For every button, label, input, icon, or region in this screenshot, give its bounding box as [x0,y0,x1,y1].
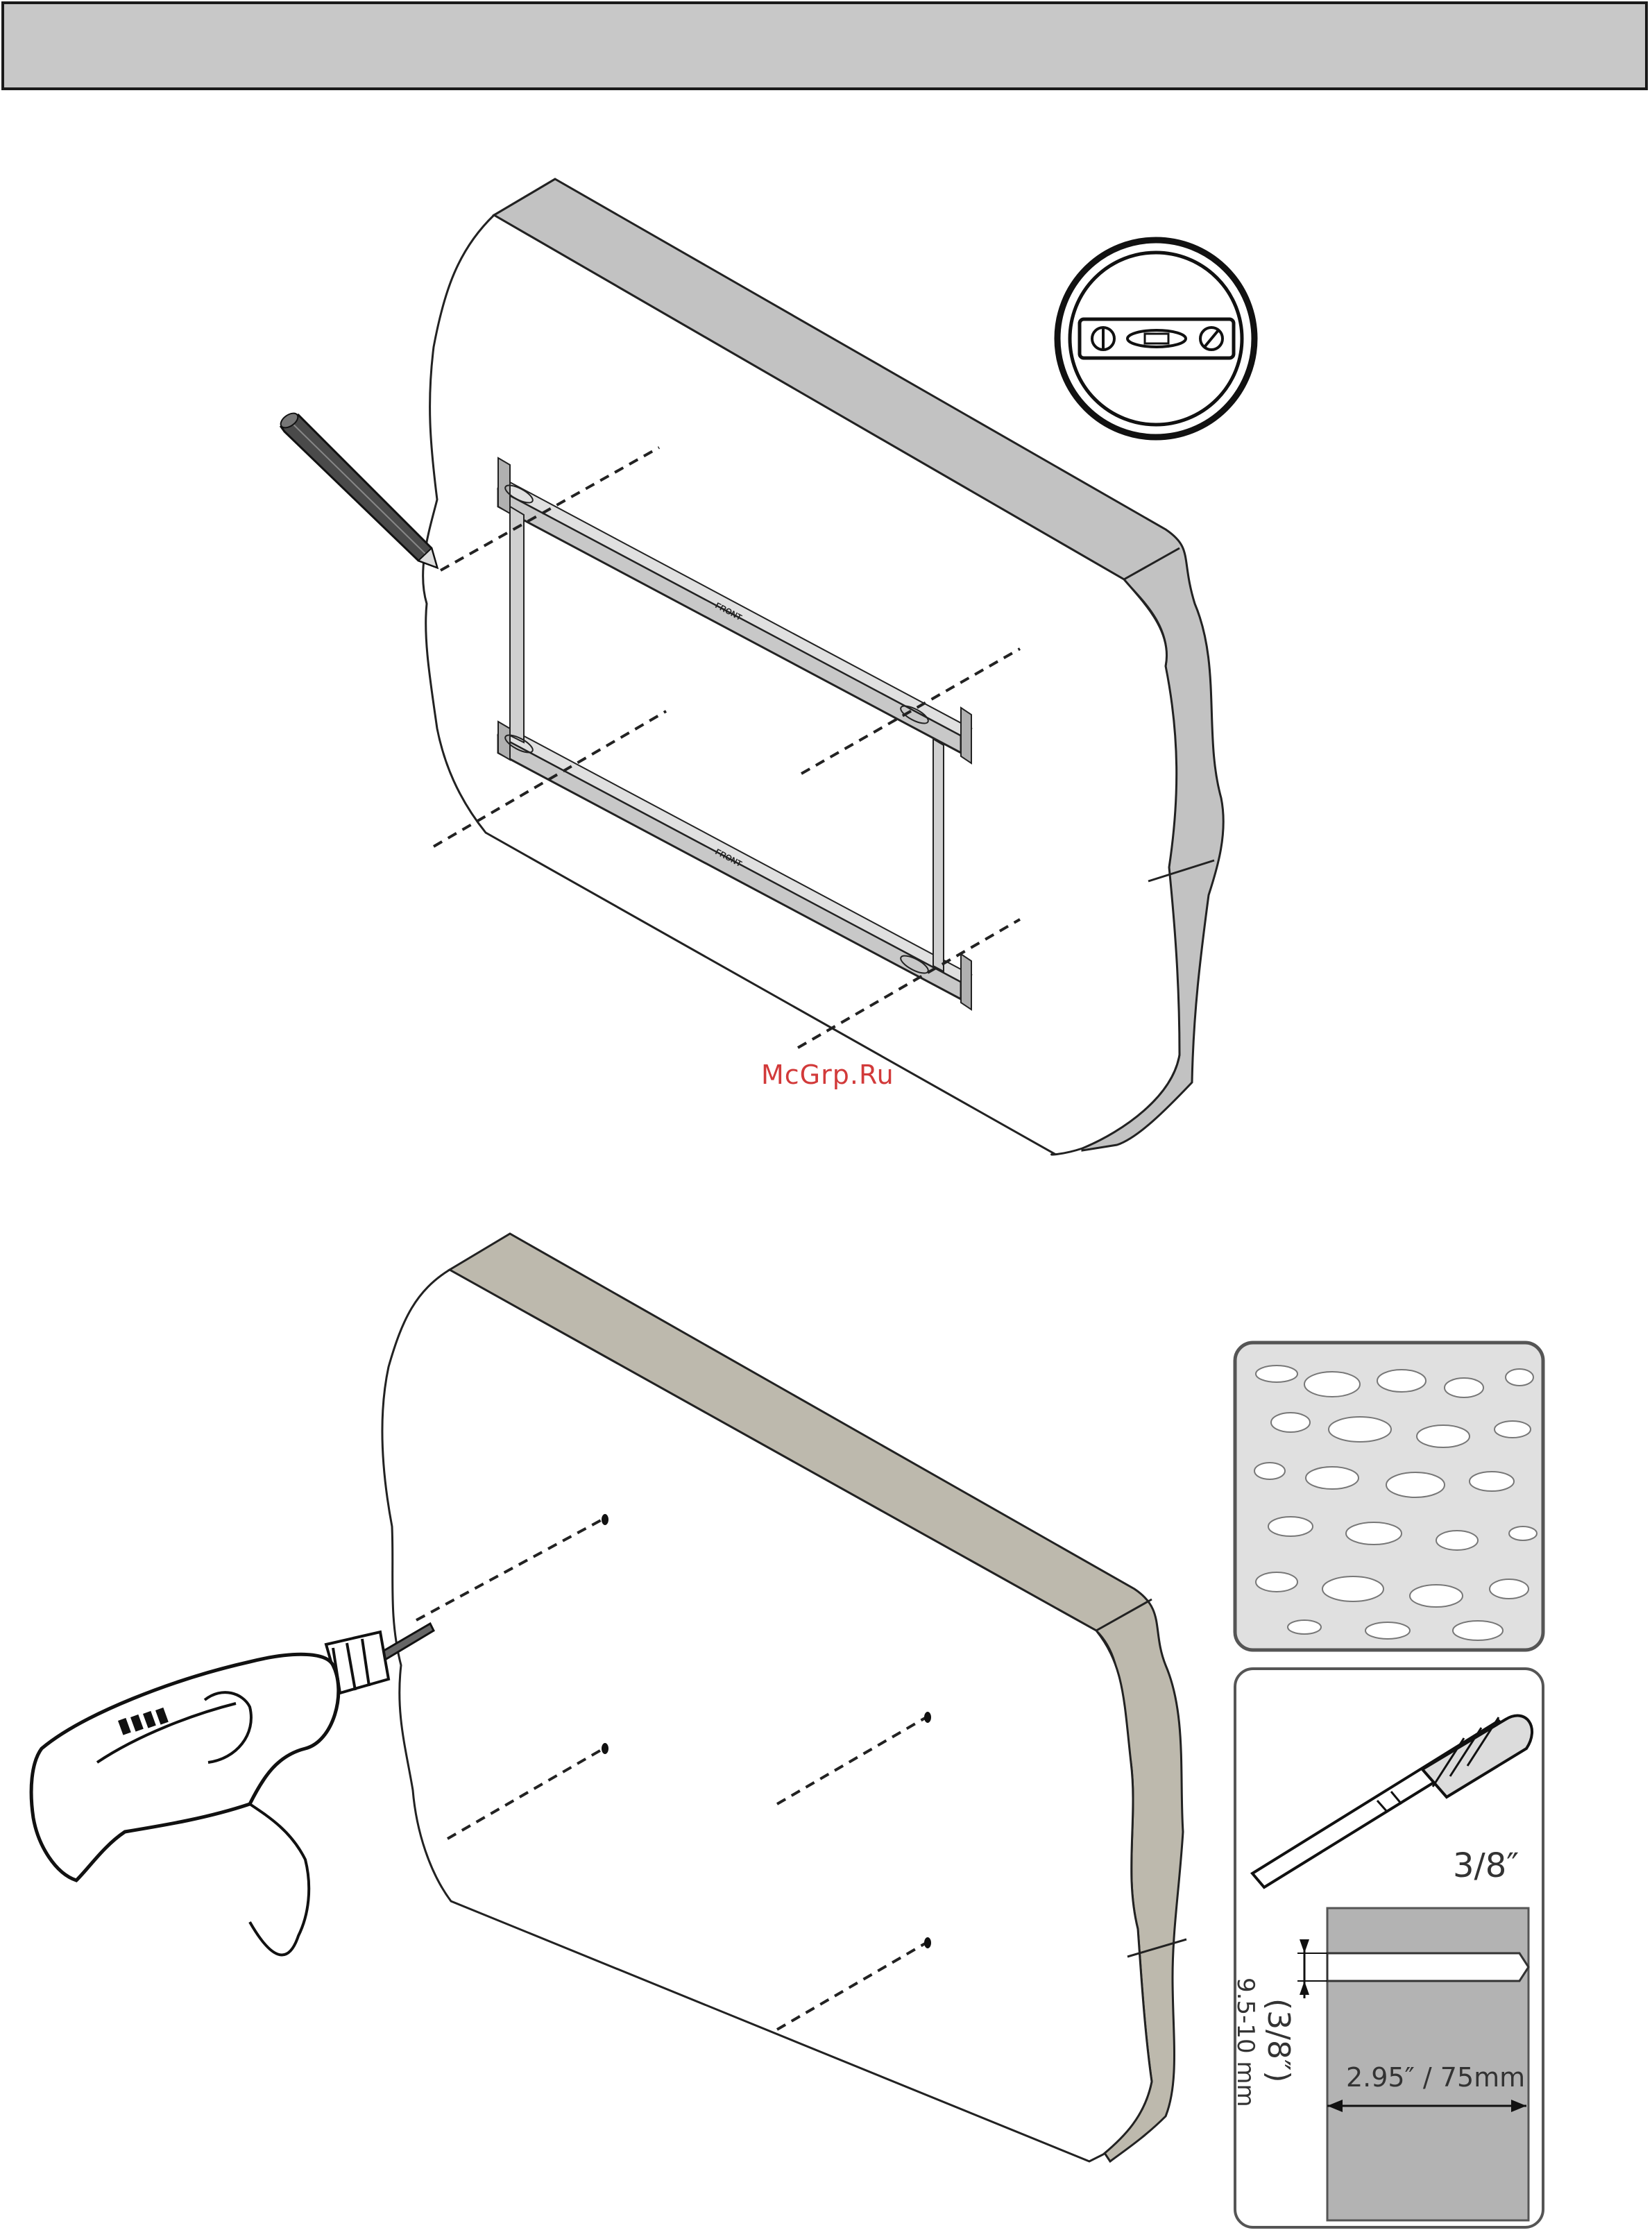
step2-illustration: 3/8″ 2.95″ / 75mm (3/8″) 9.5-10 mm [31,1234,1543,2227]
hole-diameter-metric: 9.5-10 mm [1232,1977,1259,2107]
drill-bit-spec-panel: 3/8″ 2.95″ / 75mm (3/8″) 9.5-10 mm [1232,1669,1543,2227]
step1-illustration: FRONT FRONT [278,179,1254,1155]
pencil-icon [278,410,437,568]
spirit-level-icon [1057,240,1254,437]
hole-depth-label: 2.95″ / 75mm [1346,2062,1525,2093]
bit-size-label: 3/8″ [1453,1846,1519,1885]
concrete-texture-icon [1235,1343,1543,1650]
hole-diameter-imperial: (3/8″) [1261,1998,1296,2083]
power-drill-icon [31,1624,434,1955]
watermark: McGrp.Ru [761,1060,894,1090]
